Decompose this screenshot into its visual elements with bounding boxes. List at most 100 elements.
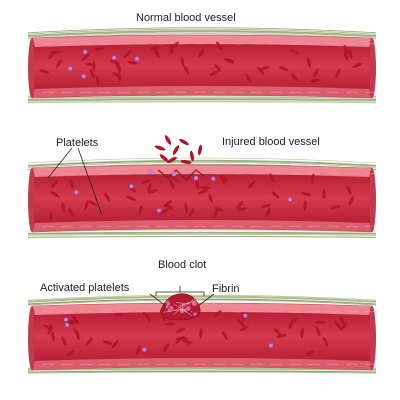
endothelial-cell bbox=[79, 91, 93, 94]
activated-platelet bbox=[191, 300, 198, 307]
endothelial-cell bbox=[345, 225, 359, 228]
injured-blood-vessel bbox=[27, 157, 378, 238]
endothelial-cell bbox=[60, 363, 74, 366]
fiber-strand bbox=[27, 234, 377, 236]
red-blood-cell bbox=[199, 328, 203, 339]
fiber-strand bbox=[27, 30, 377, 37]
red-blood-cell bbox=[126, 195, 137, 201]
endothelial-cell bbox=[307, 42, 321, 45]
escaping-red-blood-cell bbox=[154, 145, 166, 151]
red-blood-cell bbox=[199, 185, 211, 190]
red-blood-cell bbox=[216, 41, 223, 51]
red-blood-cell bbox=[68, 207, 75, 217]
red-blood-cell bbox=[66, 349, 75, 357]
red-blood-cell bbox=[94, 47, 105, 51]
endothelial-cell bbox=[364, 172, 378, 175]
red-blood-cell bbox=[81, 53, 90, 61]
fiber-strand bbox=[27, 30, 377, 36]
activated-platelet bbox=[165, 301, 171, 307]
endothelial-cell bbox=[117, 91, 131, 94]
red-blood-cell bbox=[50, 180, 58, 189]
endothelial-cell bbox=[231, 363, 245, 366]
red-blood-cell bbox=[301, 192, 312, 196]
red-blood-cell bbox=[164, 203, 174, 210]
red-blood-cell bbox=[291, 73, 299, 82]
endothelial-cell bbox=[288, 225, 302, 228]
endothelial-cell bbox=[117, 310, 131, 313]
endothelial-cell bbox=[307, 225, 321, 228]
fiber-strand bbox=[27, 232, 377, 234]
endothelial-cell bbox=[269, 310, 283, 313]
red-blood-cell bbox=[50, 50, 61, 54]
endothelial-cell bbox=[326, 363, 340, 366]
endothelial-cell bbox=[41, 172, 55, 175]
red-blood-cell bbox=[84, 200, 89, 211]
endothelial-cell bbox=[155, 225, 169, 228]
platelet bbox=[147, 169, 153, 175]
endothelial-cell bbox=[364, 42, 378, 45]
endothelial-cell bbox=[326, 91, 340, 94]
fiber-strand bbox=[27, 32, 377, 38]
red-blood-cell bbox=[276, 333, 287, 339]
clotted-blood-vessel bbox=[27, 294, 378, 374]
red-blood-cell bbox=[111, 339, 119, 349]
endothelial-cell bbox=[212, 91, 226, 94]
fiber-strand bbox=[27, 28, 377, 35]
endothelial-cell bbox=[98, 91, 112, 94]
red-blood-cell bbox=[84, 62, 96, 67]
endothelial-cell bbox=[174, 363, 188, 366]
red-blood-cell bbox=[289, 48, 299, 55]
endothelial-cell bbox=[155, 172, 169, 175]
red-blood-cell bbox=[49, 211, 53, 222]
red-blood-cell bbox=[340, 322, 348, 331]
endothelial-cell bbox=[269, 225, 283, 228]
endothelial-cell bbox=[79, 363, 93, 366]
activated-platelets-label: Activated platelets bbox=[40, 282, 130, 294]
red-blood-cell bbox=[334, 321, 342, 330]
endothelial-cell bbox=[193, 42, 207, 45]
red-blood-cell bbox=[88, 200, 98, 207]
fiber-strand bbox=[27, 162, 377, 168]
red-blood-cell bbox=[305, 350, 315, 356]
fiber-strand bbox=[27, 101, 377, 104]
platelet bbox=[134, 56, 140, 61]
endothelial-cell bbox=[60, 225, 74, 228]
fiber-strand bbox=[27, 299, 377, 305]
fiber-strand bbox=[27, 29, 377, 35]
fiber-strand bbox=[27, 159, 377, 166]
fiber-strand bbox=[27, 294, 377, 301]
fiber-strand bbox=[27, 297, 377, 303]
red-blood-cell bbox=[289, 317, 299, 325]
fiber-strand bbox=[27, 30, 377, 36]
endothelial-cell bbox=[79, 42, 93, 45]
endothelial-cell bbox=[326, 225, 340, 228]
endothelial-cell bbox=[307, 310, 321, 313]
platelet bbox=[268, 343, 274, 348]
endothelial-cell bbox=[79, 310, 93, 313]
platelet bbox=[64, 322, 70, 328]
endothelial-cell bbox=[136, 310, 150, 313]
red-blood-cell bbox=[300, 327, 304, 338]
red-blood-cell bbox=[61, 202, 65, 213]
endothelial-cell bbox=[60, 42, 74, 45]
platelet bbox=[81, 74, 86, 79]
red-blood-cell bbox=[214, 63, 222, 73]
fiber-strand bbox=[27, 98, 377, 100]
red-blood-cell bbox=[273, 328, 282, 336]
red-blood-cell bbox=[109, 59, 120, 65]
red-blood-cell bbox=[127, 60, 138, 65]
red-blood-cell bbox=[224, 58, 235, 64]
endothelial-cell bbox=[345, 91, 359, 94]
endothelial-cell bbox=[212, 363, 226, 366]
red-blood-cell bbox=[136, 344, 141, 355]
red-blood-cell bbox=[61, 336, 67, 346]
endothelial-cell bbox=[288, 42, 302, 45]
red-blood-cell bbox=[236, 318, 245, 327]
red-blood-cells bbox=[49, 173, 355, 222]
endothelial-cell bbox=[212, 225, 226, 228]
red-blood-cell bbox=[330, 205, 341, 210]
fiber-strand bbox=[27, 101, 377, 103]
red-blood-cell bbox=[271, 191, 280, 199]
endothelial-cell bbox=[250, 172, 264, 175]
fiber-strand bbox=[27, 98, 377, 101]
